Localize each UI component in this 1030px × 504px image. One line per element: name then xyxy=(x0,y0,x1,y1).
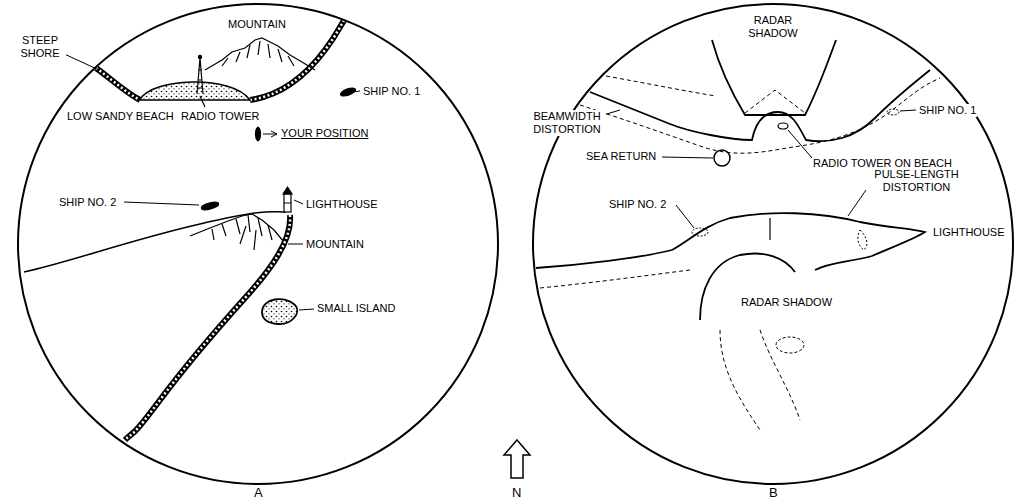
radar-coastline xyxy=(536,213,925,270)
steep-shore xyxy=(96,18,346,100)
true-outline xyxy=(858,230,867,250)
north-arrow xyxy=(504,440,530,478)
pulse-length-mark xyxy=(769,218,770,240)
ship-label: SHIP NO. 2 xyxy=(608,198,667,211)
feature-label: MOUNTAIN xyxy=(227,18,287,31)
feature-label: SMALL ISLAND xyxy=(316,302,396,315)
scope-ring xyxy=(533,4,1013,484)
mountain-sketch xyxy=(205,38,315,70)
radar-view xyxy=(536,40,940,430)
distortion-label: PULSE-LENGTH DISTORTION xyxy=(868,168,965,194)
chart-view xyxy=(24,18,360,440)
radar-coastline xyxy=(590,70,930,141)
shadow-outline xyxy=(712,40,836,115)
leader-line xyxy=(352,91,360,92)
feature-label: SEA RETURN xyxy=(585,150,657,163)
tower-echo xyxy=(778,123,788,129)
leader-line xyxy=(676,205,694,228)
island-outline xyxy=(262,299,297,324)
ship-symbol xyxy=(201,201,220,211)
feature-label: LIGHTHOUSE xyxy=(305,198,379,211)
own-ship-symbol xyxy=(255,127,260,141)
ship-label: SHIP NO. 1 xyxy=(362,85,421,98)
true-outline xyxy=(745,90,805,113)
true-outline xyxy=(606,76,716,96)
lighthouse-symbol xyxy=(283,187,303,212)
feature-label: LOW SANDY BEACH xyxy=(66,110,175,123)
sandy-beach xyxy=(140,82,250,100)
feature-label: LIGHTHOUSE xyxy=(932,226,1006,239)
ship-label: SHIP NO. 1 xyxy=(918,104,977,117)
ship-echo xyxy=(692,228,708,236)
leader-line xyxy=(662,157,713,158)
true-outline xyxy=(776,337,804,353)
north-letter: N xyxy=(511,485,522,501)
feature-label: MOUNTAIN xyxy=(305,238,365,251)
true-coastline xyxy=(580,78,940,153)
true-coastline xyxy=(540,270,690,288)
scope-ring xyxy=(18,4,498,484)
feature-label: RADAR SHADOW xyxy=(740,296,833,309)
feature-label: RADIO TOWER xyxy=(180,110,260,123)
feature-label: STEEP SHORE xyxy=(14,34,66,60)
sea-return-symbol xyxy=(714,150,730,166)
shadow-outline xyxy=(700,254,795,320)
radio-tower xyxy=(197,55,205,107)
coastline xyxy=(24,212,286,272)
ship-label: SHIP NO. 2 xyxy=(58,196,117,209)
leader-line xyxy=(848,190,866,216)
leader-line xyxy=(299,309,314,310)
panel-letter: A xyxy=(253,485,264,501)
position-label: YOUR POSITION xyxy=(280,127,369,140)
true-outline xyxy=(760,330,800,420)
true-outline xyxy=(720,330,760,430)
leader-line xyxy=(788,130,812,158)
leader-line xyxy=(900,110,916,111)
distortion-label: BEAMWIDTH DISTORTION xyxy=(528,110,606,136)
steep-shore xyxy=(125,215,290,440)
leader-line xyxy=(124,202,199,205)
feature-label: RADAR SHADOW xyxy=(732,14,814,40)
ship-echo xyxy=(887,109,899,115)
panel-letter: B xyxy=(768,485,779,501)
leader-line xyxy=(263,131,277,137)
